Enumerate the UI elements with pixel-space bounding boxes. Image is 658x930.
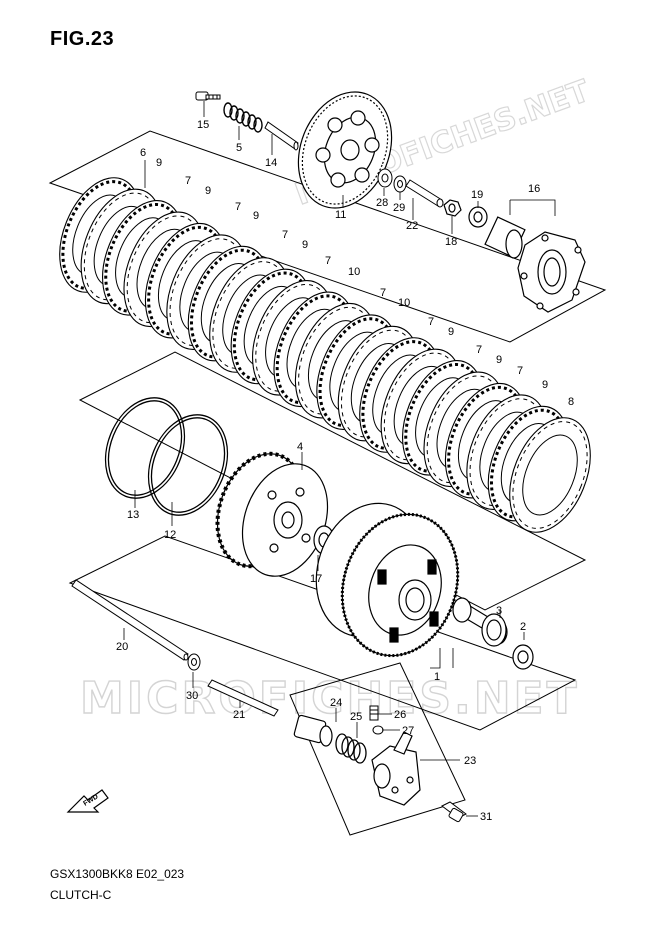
callout-15: 15: [197, 119, 209, 131]
callout-22: 22: [406, 220, 418, 232]
watermark-lower: MICROFICHES.NET: [80, 673, 580, 724]
callout-7a: 7: [185, 175, 191, 187]
bleeder-screw-26: [369, 705, 379, 721]
callout-7e: 7: [380, 287, 386, 299]
washer-19: [468, 206, 488, 228]
figure-title: FIG.23: [50, 28, 115, 50]
steel-plate: [509, 417, 591, 533]
forward-arrow-icon: FWD: [66, 789, 109, 813]
leader-lines: [123, 101, 556, 817]
callout-1: 1: [434, 671, 440, 683]
callout-9b: 9: [205, 185, 211, 197]
callout-23: 23: [464, 755, 476, 767]
callout-3: 3: [496, 605, 502, 617]
callout-14: 14: [265, 157, 277, 169]
wire-ring-12: [147, 414, 229, 516]
callout-31: 31: [480, 811, 492, 823]
model-code: GSX1300BKK8 E02_023: [50, 867, 185, 881]
callout-9e: 9: [448, 326, 454, 338]
callout-12: 12: [164, 529, 176, 541]
callout-2: 2: [520, 621, 526, 633]
callout-20: 20: [116, 641, 128, 653]
bearing-28: [377, 168, 393, 188]
release-cylinder-23: [371, 731, 421, 806]
callout-9f: 9: [496, 354, 502, 366]
callout-7b: 7: [235, 201, 241, 213]
callout-29: 29: [393, 202, 405, 214]
callout-16: 16: [528, 183, 540, 195]
pressure-plate-11: [297, 91, 393, 209]
callout-26: 26: [394, 709, 406, 721]
release-assembly-frame: [289, 662, 466, 836]
wire-ring-13: [104, 397, 186, 499]
callout-19: 19: [471, 189, 483, 201]
callout-9c: 9: [253, 210, 259, 222]
callout-17: 17: [310, 573, 322, 585]
shaft-frame: [68, 535, 577, 731]
clutch-housing-1: [315, 502, 460, 658]
pin-14: [264, 121, 299, 151]
rod-22: [405, 179, 444, 208]
callout-10a: 10: [348, 266, 360, 278]
callout-7d: 7: [325, 255, 331, 267]
spring-25: [335, 733, 367, 764]
washer-2: [512, 644, 534, 670]
push-rod-21: [207, 679, 279, 717]
section-name: CLUTCH-C: [50, 888, 112, 902]
callout-28: 28: [376, 197, 388, 209]
hub-assembly-16: [484, 216, 586, 313]
bolt-15: [195, 91, 221, 101]
spring-5: [223, 102, 263, 133]
callout-24: 24: [330, 697, 342, 709]
callout-9g: 9: [542, 379, 548, 391]
piston-24: [293, 714, 333, 747]
callout-30: 30: [186, 690, 198, 702]
callout-18: 18: [445, 236, 457, 248]
callout-27: 27: [402, 725, 414, 737]
callout-6: 6: [140, 147, 146, 159]
bolt-31: [441, 801, 467, 823]
callout-10b: 10: [398, 297, 410, 309]
push-rod-20: [71, 579, 189, 661]
callout-9d: 9: [302, 239, 308, 251]
callout-13: 13: [127, 509, 139, 521]
clutch-plate-stack: [59, 177, 591, 533]
callout-21: 21: [233, 709, 245, 721]
callout-7g: 7: [476, 344, 482, 356]
bearing-3: [481, 613, 507, 647]
callout-25: 25: [350, 711, 362, 723]
sleeve-hub-4: [215, 451, 329, 577]
callout-9a: 9: [156, 157, 162, 169]
washer-30: [187, 653, 201, 671]
callout-8: 8: [568, 396, 574, 408]
callout-4: 4: [297, 441, 303, 453]
callout-7c: 7: [282, 229, 288, 241]
callout-7f: 7: [428, 316, 434, 328]
callout-5: 5: [236, 142, 242, 154]
callout-labels: 15 5 14 6 9 7 9 7 9 7 9 7 10 7 10 7 9 7 …: [116, 119, 574, 823]
cap-27: [372, 725, 384, 735]
plate-stack-frame: [48, 130, 607, 343]
callout-7h: 7: [517, 365, 523, 377]
callout-11: 11: [335, 209, 346, 221]
nut-18: [443, 199, 462, 217]
washer-29: [393, 175, 407, 193]
